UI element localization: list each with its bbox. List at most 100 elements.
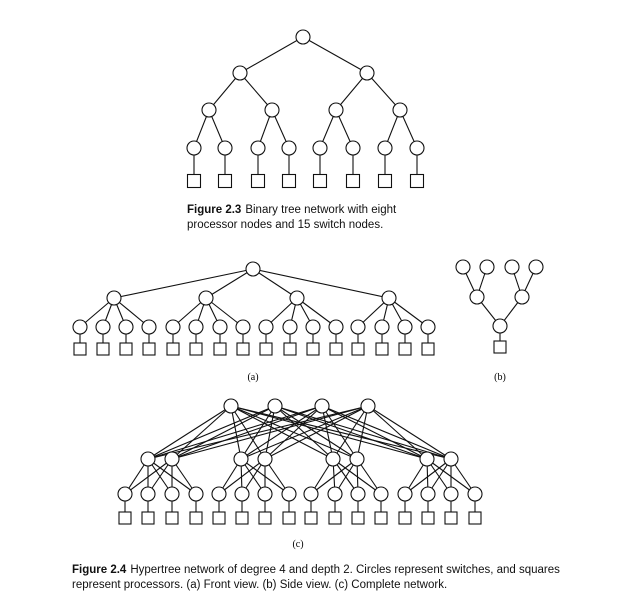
processor-node <box>189 342 203 356</box>
switch-node <box>443 486 459 502</box>
network-link <box>171 405 276 460</box>
network-link <box>240 405 369 460</box>
figure-number: Figure 2.3 <box>187 204 242 216</box>
network-link <box>321 405 334 460</box>
network-link <box>367 405 452 460</box>
switch-node <box>328 102 344 118</box>
processor-node <box>444 511 458 525</box>
processor-node <box>421 511 435 525</box>
switch-node <box>118 319 134 335</box>
network-link <box>171 405 232 460</box>
switch-node <box>469 289 485 305</box>
switch-node <box>198 290 214 306</box>
processor-node <box>166 342 180 356</box>
network-link <box>230 405 428 460</box>
subfigure-label-b: (b) <box>494 372 506 383</box>
tree-link <box>252 268 390 299</box>
switch-node <box>392 102 408 118</box>
processor-node <box>213 342 227 356</box>
switch-node <box>377 140 393 156</box>
tree-link <box>205 268 254 299</box>
top-switch <box>267 398 283 414</box>
processor-node <box>374 511 388 525</box>
processor-node <box>235 511 249 525</box>
processor-node <box>283 342 297 356</box>
switch-node <box>409 140 425 156</box>
network-link <box>147 405 369 460</box>
switch-node <box>141 319 157 335</box>
switch-node <box>303 486 319 502</box>
processor-node <box>345 173 361 189</box>
switch-node <box>165 319 181 335</box>
switch-node <box>350 319 366 335</box>
processor-node <box>281 173 297 189</box>
switch-node <box>305 319 321 335</box>
processor-node <box>306 342 320 356</box>
network-link <box>171 405 323 460</box>
switch-node <box>479 259 495 275</box>
switch-node <box>420 486 436 502</box>
processor-node <box>165 511 179 525</box>
processor-node <box>329 342 343 356</box>
processor-node <box>119 342 133 356</box>
switch-node <box>467 486 483 502</box>
processor-node <box>409 173 425 189</box>
switch-node <box>188 486 204 502</box>
network-link <box>367 405 428 460</box>
processor-node <box>493 340 507 354</box>
switch-node <box>281 486 297 502</box>
switch-node <box>359 65 375 81</box>
processor-node <box>259 342 273 356</box>
switch-node <box>504 259 520 275</box>
network-link <box>264 405 369 460</box>
tree-link <box>302 36 368 74</box>
switch-node <box>258 319 274 335</box>
switch-node <box>373 486 389 502</box>
network-link <box>124 458 173 495</box>
switch-node <box>492 318 508 334</box>
switch-node <box>212 319 228 335</box>
switch-node <box>106 290 122 306</box>
switch-node <box>374 319 390 335</box>
switch-node <box>95 319 111 335</box>
switch-node <box>188 319 204 335</box>
processor-node <box>217 173 233 189</box>
switch-node <box>381 290 397 306</box>
processor-node <box>118 511 132 525</box>
tree-link <box>366 72 401 111</box>
processor-node <box>351 342 365 356</box>
tree-link <box>252 268 298 299</box>
switch-node <box>140 451 156 467</box>
switch-node <box>289 290 305 306</box>
network-link <box>147 405 323 460</box>
switch-node <box>201 102 217 118</box>
top-switch <box>223 398 239 414</box>
switch-node <box>419 451 435 467</box>
network-link <box>171 405 369 460</box>
switch-node <box>328 319 344 335</box>
network-links <box>79 36 537 518</box>
switch-node <box>420 319 436 335</box>
processor-node <box>375 342 389 356</box>
switch-node <box>281 140 297 156</box>
tree-link <box>296 297 337 328</box>
network-link <box>332 405 369 460</box>
processor-node <box>250 173 266 189</box>
processor-node <box>212 511 226 525</box>
tree-link <box>335 72 368 111</box>
switch-node <box>232 65 248 81</box>
processor-node <box>258 511 272 525</box>
processor-node <box>328 511 342 525</box>
switch-node <box>264 102 280 118</box>
switch-node <box>117 486 133 502</box>
processor-node <box>73 342 87 356</box>
root-switch <box>295 29 311 45</box>
network-link <box>310 458 358 495</box>
network-link <box>404 458 452 495</box>
processor-node <box>351 511 365 525</box>
network-link <box>321 405 452 460</box>
root-switch <box>245 261 261 277</box>
processor-node <box>96 342 110 356</box>
processor-node <box>468 511 482 525</box>
